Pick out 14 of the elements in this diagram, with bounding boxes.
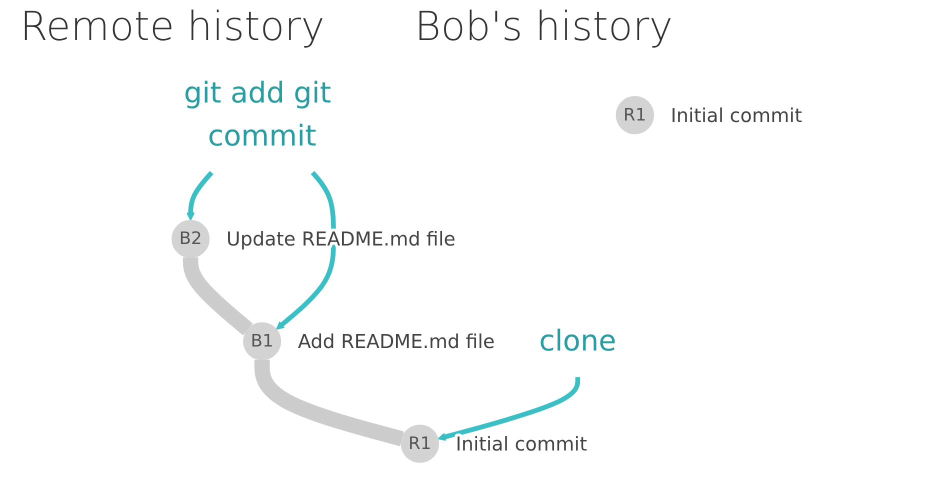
column-heading: Remote history	[20, 4, 325, 50]
command-text: git add git commit	[184, 76, 332, 154]
commit-message: Initial commit	[671, 104, 802, 127]
commit-circle: B1	[243, 322, 282, 360]
commit-circle: R1	[616, 96, 654, 134]
command-text: clone	[539, 324, 617, 358]
arrow	[186, 170, 214, 221]
commit-circle: R1	[401, 424, 440, 463]
column-heading: Bob's history	[414, 4, 673, 50]
arrow	[276, 170, 336, 330]
commit-circle: B2	[172, 220, 210, 258]
commit-message: Add README.md file	[298, 330, 496, 353]
arrow	[438, 377, 580, 441]
commit-message: Initial commit	[456, 432, 588, 456]
